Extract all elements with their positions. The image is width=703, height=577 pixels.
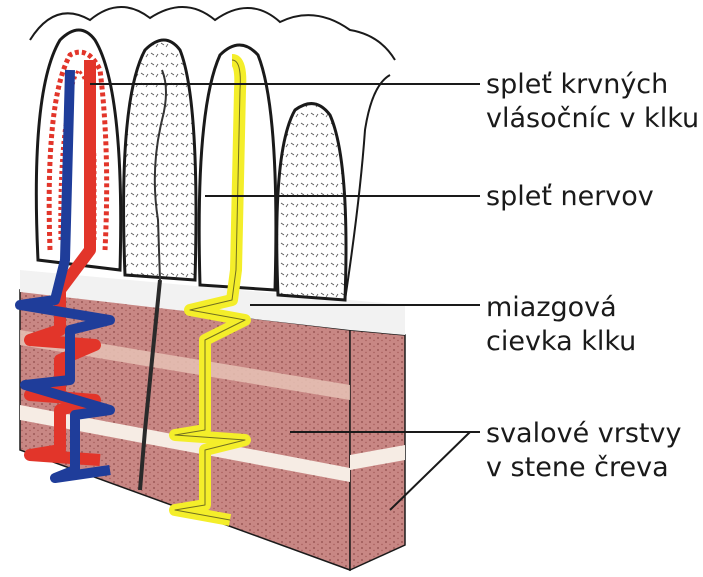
label-lacteal: miazgová cievka klku [486,291,636,359]
label-capillaries: spleť krvných vlásočníc v klku [486,68,699,136]
label-lacteal-line-1: miazgová [486,291,636,325]
label-capillaries-line-1: spleť krvných [486,68,699,102]
label-muscle-line-1: svalové vrstvy [486,417,681,451]
label-lacteal-line-2: cievka klku [486,325,636,359]
label-capillaries-line-2: vlásočníc v klku [486,102,699,136]
label-muscle: svalové vrstvy v stene čreva [486,417,681,485]
label-muscle-line-2: v stene čreva [486,451,681,485]
villus-4 [277,104,346,300]
label-nerves: spleť nervov [486,180,654,214]
label-nerves-line-1: spleť nervov [486,180,654,214]
villus-edge [345,75,390,300]
